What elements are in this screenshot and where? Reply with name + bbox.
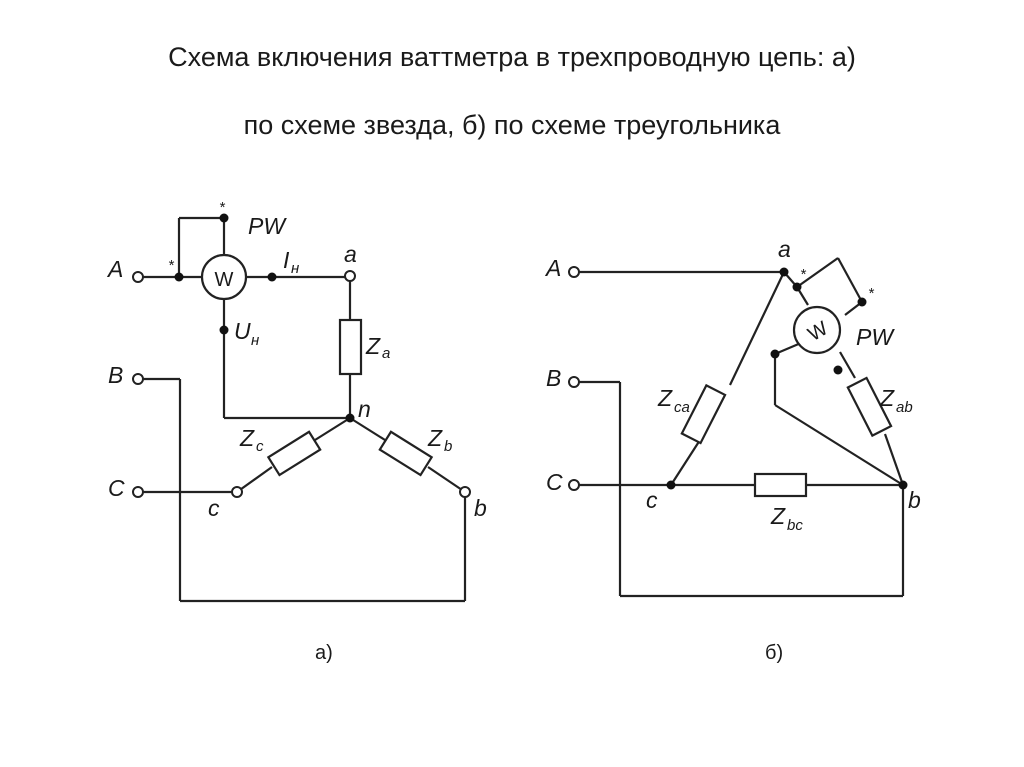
voltage-label-main: U	[234, 318, 251, 344]
impedance-zbc	[753, 472, 808, 498]
star-mark: *	[800, 266, 807, 283]
junction-dot	[857, 297, 867, 307]
terminal-a-A	[132, 271, 144, 283]
title-line-1: Схема включения ваттметра в трехпроводну…	[168, 42, 856, 72]
label-C: C	[108, 475, 125, 501]
node-b-label: b	[908, 487, 921, 513]
node-c-label: c	[646, 487, 658, 513]
star-mark: *	[868, 285, 875, 302]
junction-dot	[174, 272, 184, 282]
junction-dot	[267, 272, 277, 282]
label-A: A	[106, 256, 123, 282]
title-line-2: по схеме звезда, б) по схеме треугольник…	[243, 110, 781, 140]
node-c-dot	[666, 480, 676, 490]
terminal-b-A	[568, 266, 580, 278]
node-c-label: c	[208, 495, 220, 521]
wattmeter-b	[792, 305, 842, 355]
label-A: A	[544, 255, 561, 281]
zca-label-main: Z	[657, 385, 673, 411]
za-label-sub: a	[382, 345, 390, 362]
impedance-zb	[378, 430, 434, 477]
node-a-label: a	[778, 236, 791, 262]
node-c-terminal	[231, 486, 243, 498]
terminal-a-C	[132, 486, 144, 498]
zc-label-sub: c	[256, 438, 264, 455]
wattmeter-a-name: PW	[248, 213, 287, 239]
wattmeter-a	[200, 253, 248, 301]
junction-dot	[792, 282, 802, 292]
current-label-main: I	[283, 247, 290, 273]
diagram-b-wires	[578, 257, 905, 598]
voltage-label-sub: н	[251, 332, 259, 349]
zca-label-sub: ca	[674, 399, 690, 416]
impedance-zc	[266, 430, 322, 477]
impedance-za	[338, 318, 363, 376]
node-a-label: a	[344, 241, 357, 267]
wattmeter-b-name: PW	[856, 324, 895, 350]
current-label-sub: н	[291, 260, 299, 277]
terminal-b-B	[568, 376, 580, 388]
node-b-terminal	[459, 486, 471, 498]
zab-label-main: Z	[879, 385, 895, 411]
zbc-label-main: Z	[770, 503, 786, 529]
zb-label-sub: b	[444, 438, 452, 455]
star-mark: *	[219, 199, 226, 216]
label-B: B	[108, 362, 123, 388]
diagram-b-delta: W A B C a c b * * PW Z ca Z ab Z bc б)	[544, 236, 921, 664]
impedance-zca	[680, 383, 727, 445]
node-n-label: n	[358, 396, 371, 422]
wattmeter-a-symbol: W	[215, 269, 234, 291]
terminal-a-B	[132, 373, 144, 385]
node-a-dot	[779, 267, 789, 277]
node-b-label: b	[474, 495, 487, 521]
node-a-terminal	[344, 270, 356, 282]
node-b-dot	[898, 480, 908, 490]
junction-dot	[833, 365, 843, 375]
node-n-dot	[345, 413, 355, 423]
caption-b: б)	[765, 642, 783, 664]
terminal-b-C	[568, 479, 580, 491]
label-B: B	[546, 365, 561, 391]
diagram-a-star: W A B C * * PW I н U н a n c b Z a Z c Z…	[106, 199, 487, 664]
caption-a: а)	[315, 642, 333, 664]
junction-dot	[770, 349, 780, 359]
star-mark: *	[168, 257, 175, 274]
za-label-main: Z	[365, 333, 381, 359]
zbc-label-sub: bc	[787, 517, 803, 534]
diagram-a-wires	[143, 216, 467, 603]
zab-label-sub: ab	[896, 399, 913, 416]
zc-label-main: Z	[239, 425, 255, 451]
junction-dot	[219, 325, 229, 335]
junction-dot	[219, 213, 229, 223]
impedance-zab	[846, 376, 893, 438]
zb-label-main: Z	[427, 425, 443, 451]
label-C: C	[546, 469, 563, 495]
